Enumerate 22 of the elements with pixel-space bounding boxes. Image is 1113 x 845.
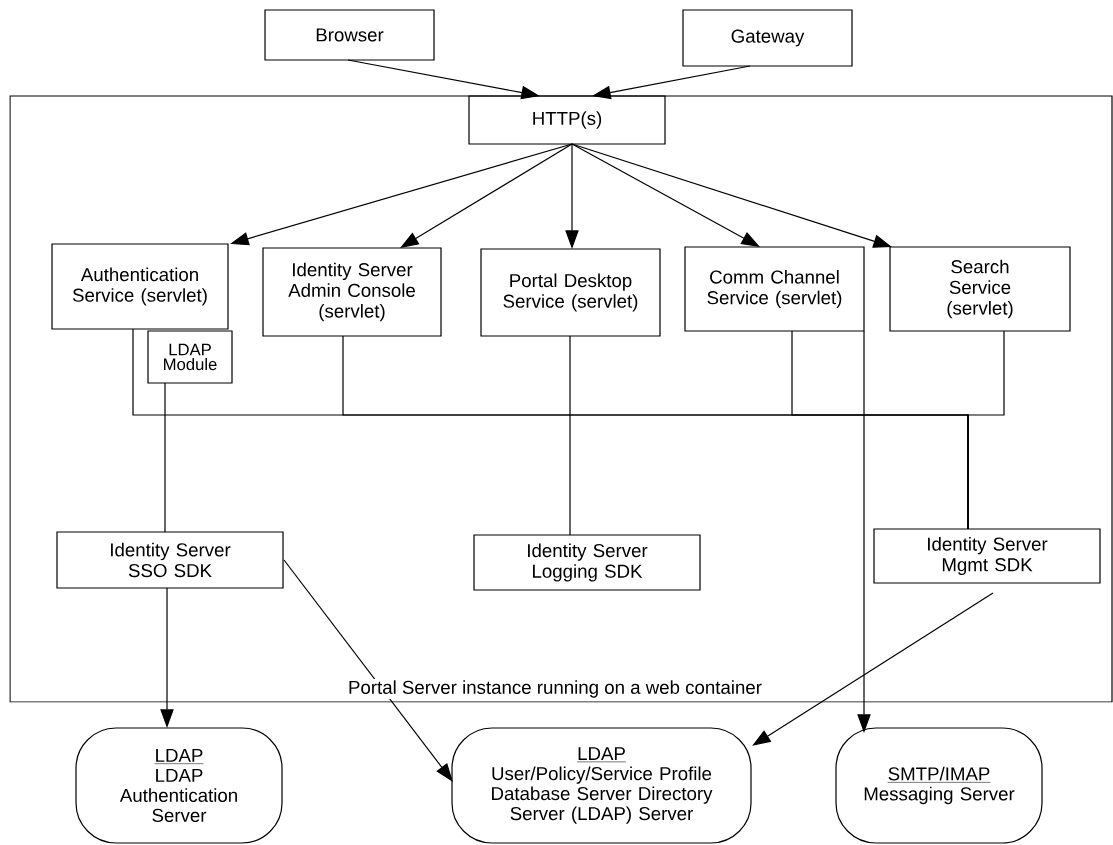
process-box: Portal Desktop Service (servlet) xyxy=(480,248,661,337)
arrow xyxy=(400,143,573,248)
process-box: Browser xyxy=(264,9,435,61)
arrow xyxy=(752,592,994,746)
process-box: Identity Server Mgmt SDK xyxy=(873,528,1101,584)
process-box: Authentication Service (servlet) xyxy=(51,243,229,330)
server-terminal: SMTP/IMAP Messaging Server xyxy=(835,727,1043,844)
connector-line xyxy=(569,335,571,536)
module-box: LDAP Module xyxy=(147,330,233,384)
process-box: Identity Server Logging SDK xyxy=(473,534,701,591)
server-terminal: LDAP User/Policy/Service Profile Database Server Directory Server (LDAP) Server xyxy=(451,727,752,844)
connector-line xyxy=(967,330,1005,530)
process-box: Search Service (servlet) xyxy=(889,246,1071,332)
process-box: Identity Server Admin Console (servlet) xyxy=(262,247,442,337)
process-box: HTTP(s) xyxy=(468,95,666,145)
arrow xyxy=(283,559,453,782)
process-box: Comm Channel Service (servlet) xyxy=(684,246,865,332)
arrow xyxy=(571,143,760,247)
connector-line xyxy=(164,382,166,533)
process-box: Identity Server SSO SDK xyxy=(56,531,284,589)
server-terminal: LDAP LDAP Authentication Server xyxy=(75,727,283,844)
process-box: Gateway xyxy=(682,9,853,67)
